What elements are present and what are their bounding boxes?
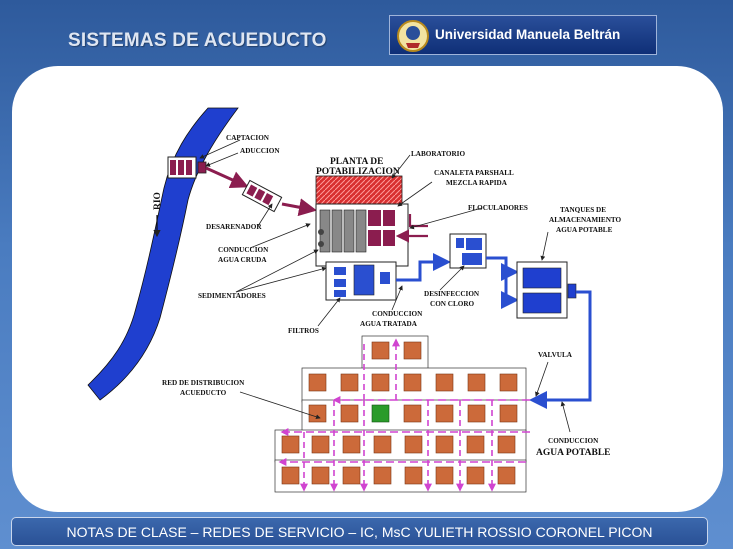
conduccion-potable-label-2: AGUA POTABLE [536,448,611,458]
tanques-almacenamiento [516,261,577,319]
conduccion-a-tanques-pipe-2 [501,272,519,309]
sedimentadores-label: SEDIMENTADORES [198,292,266,300]
conduccion-agua-potable-pipe [529,290,592,409]
red-distribucion-label-1: RED DE DISTRIBUCION [162,379,245,387]
laboratorio-label: LABORATORIO [411,150,465,158]
conduccion-a-tanques-pipe [486,256,519,281]
university-name: Universidad Manuela Beltrán [435,27,621,42]
desarenador-label: DESARENADOR [206,223,262,231]
conduccion-agua-tratada-pipe [396,253,451,282]
conduccion-potable-label-1: CONDUCCION [548,437,599,445]
aqueduct-diagram: RIO [87,107,622,493]
floculador-feed-pipe-2 [408,214,428,228]
canaleta-label-2: MEZCLA RAPIDA [446,179,508,187]
valvula-label: VALVULA [538,351,573,359]
slide-title: SISTEMAS DE ACUEDUCTO [68,30,327,51]
conduccion-tratada-label-2: AGUA TRATADA [360,320,418,328]
planta-label-1: PLANTA DE [330,157,383,167]
planta-label-2: POTABILIZACION [316,167,400,177]
canaleta-label-1: CANALETA PARSHALL [434,169,514,177]
desinfeccion-label-2: CON CLORO [430,300,475,308]
conduccion-agua-cruda-pipe [281,198,317,217]
aduccion-pipe [205,166,249,189]
river-shape [87,107,239,401]
footer-bar: NOTAS DE CLASE – REDES DE SERVICIO – IC,… [11,517,708,546]
captacion-label: CAPTACION [226,134,270,142]
floculadores-label: FLOCULADORES [468,204,528,212]
red-distribucion-label-2: ACUEDUCTO [180,389,227,397]
desarenador-tank [241,179,283,213]
university-seal-icon [397,20,429,52]
tanques-label-2: ALMACENAMIENTO [549,216,622,224]
red-distribucion-grid [274,335,530,493]
desinfeccion-unit [449,233,487,269]
content-panel: RIO [12,66,723,512]
university-logo: Universidad Manuela Beltrán [389,15,657,55]
captacion-intake [167,156,207,179]
tanques-label-3: AGUA POTABLE [556,226,613,234]
conduccion-tratada-label-1: CONDUCCION [372,310,423,318]
conduccion-cruda-label-2: AGUA CRUDA [218,256,267,264]
conduccion-cruda-label-1: CONDUCCION [218,246,269,254]
desinfeccion-label-1: DESINFECCION [424,290,480,298]
aduccion-label: ADUCCION [240,147,280,155]
footer-text: NOTAS DE CLASE – REDES DE SERVICIO – IC,… [66,524,653,540]
filtros-label: FILTROS [288,327,319,335]
planta-potabilizacion [315,175,409,301]
tanques-label-1: TANQUES DE [560,206,606,214]
river-label: RIO [153,192,163,210]
leader-lines [199,139,571,433]
